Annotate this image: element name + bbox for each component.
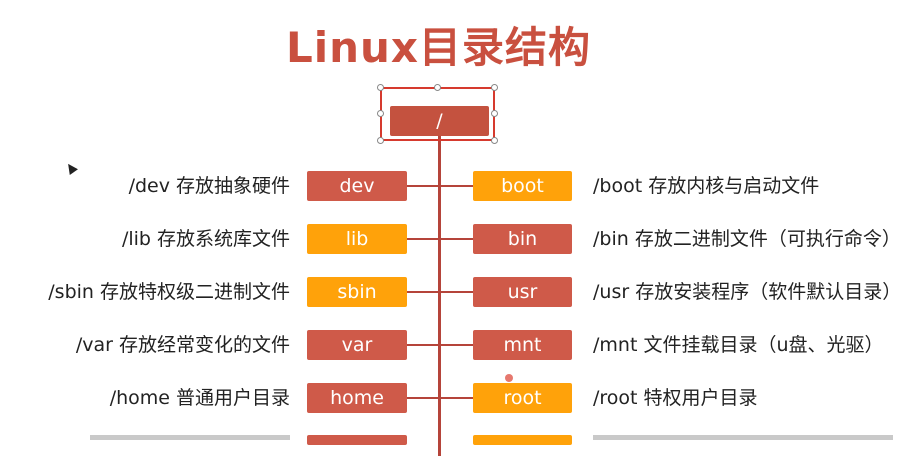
sbin-node[interactable]: sbin: [307, 277, 407, 307]
mnt-node[interactable]: mnt: [473, 330, 572, 360]
bin-description: /bin 存放二进制文件（可执行命令）: [593, 228, 901, 250]
mouse-cursor-icon: [64, 161, 78, 175]
resize-handle-right[interactable]: [491, 110, 498, 117]
root-dir-node[interactable]: root: [473, 383, 572, 413]
resize-handle-bottom-right[interactable]: [491, 137, 498, 144]
bin-node[interactable]: bin: [473, 224, 572, 254]
resize-handle-left[interactable]: [377, 110, 384, 117]
resize-handle-top-left[interactable]: [377, 84, 384, 91]
dev-node[interactable]: dev: [307, 171, 407, 201]
laser-pointer-dot-icon: [505, 374, 513, 382]
branch-line-row-4: [407, 344, 473, 346]
boot-description: /boot 存放内核与启动文件: [593, 175, 820, 197]
resize-handle-top-right[interactable]: [491, 84, 498, 91]
resize-handle-bottom-left[interactable]: [377, 137, 384, 144]
lib-description: /lib 存放系统库文件: [121, 228, 290, 250]
branch-line-row-5: [407, 397, 473, 399]
dev-description: /dev 存放抽象硬件: [128, 175, 290, 197]
cut-off-description-right: [593, 435, 893, 440]
cut-off-node-right: [473, 435, 572, 445]
lib-node[interactable]: lib: [307, 224, 407, 254]
mnt-description: /mnt 文件挂载目录（u盘、光驱）: [593, 334, 884, 356]
var-node[interactable]: var: [307, 330, 407, 360]
var-description: /var 存放经常变化的文件: [75, 334, 290, 356]
root-dir-description: /root 特权用户目录: [593, 387, 758, 409]
resize-handle-top[interactable]: [434, 84, 441, 91]
usr-node[interactable]: usr: [473, 277, 572, 307]
cut-off-node-left: [307, 435, 407, 445]
root-node[interactable]: /: [390, 106, 489, 136]
branch-line-row-1: [407, 185, 473, 187]
branch-line-row-2: [407, 238, 473, 240]
usr-description: /usr 存放安装程序（软件默认目录）: [593, 281, 902, 303]
diagram-title: Linux目录结构: [285, 23, 592, 72]
branch-line-row-3: [407, 291, 473, 293]
trunk-line: [438, 136, 441, 456]
home-description: /home 普通用户目录: [109, 387, 290, 409]
sbin-description: /sbin 存放特权级二进制文件: [48, 281, 290, 303]
cut-off-description-left: [90, 435, 290, 440]
home-node[interactable]: home: [307, 383, 407, 413]
boot-node[interactable]: boot: [473, 171, 572, 201]
